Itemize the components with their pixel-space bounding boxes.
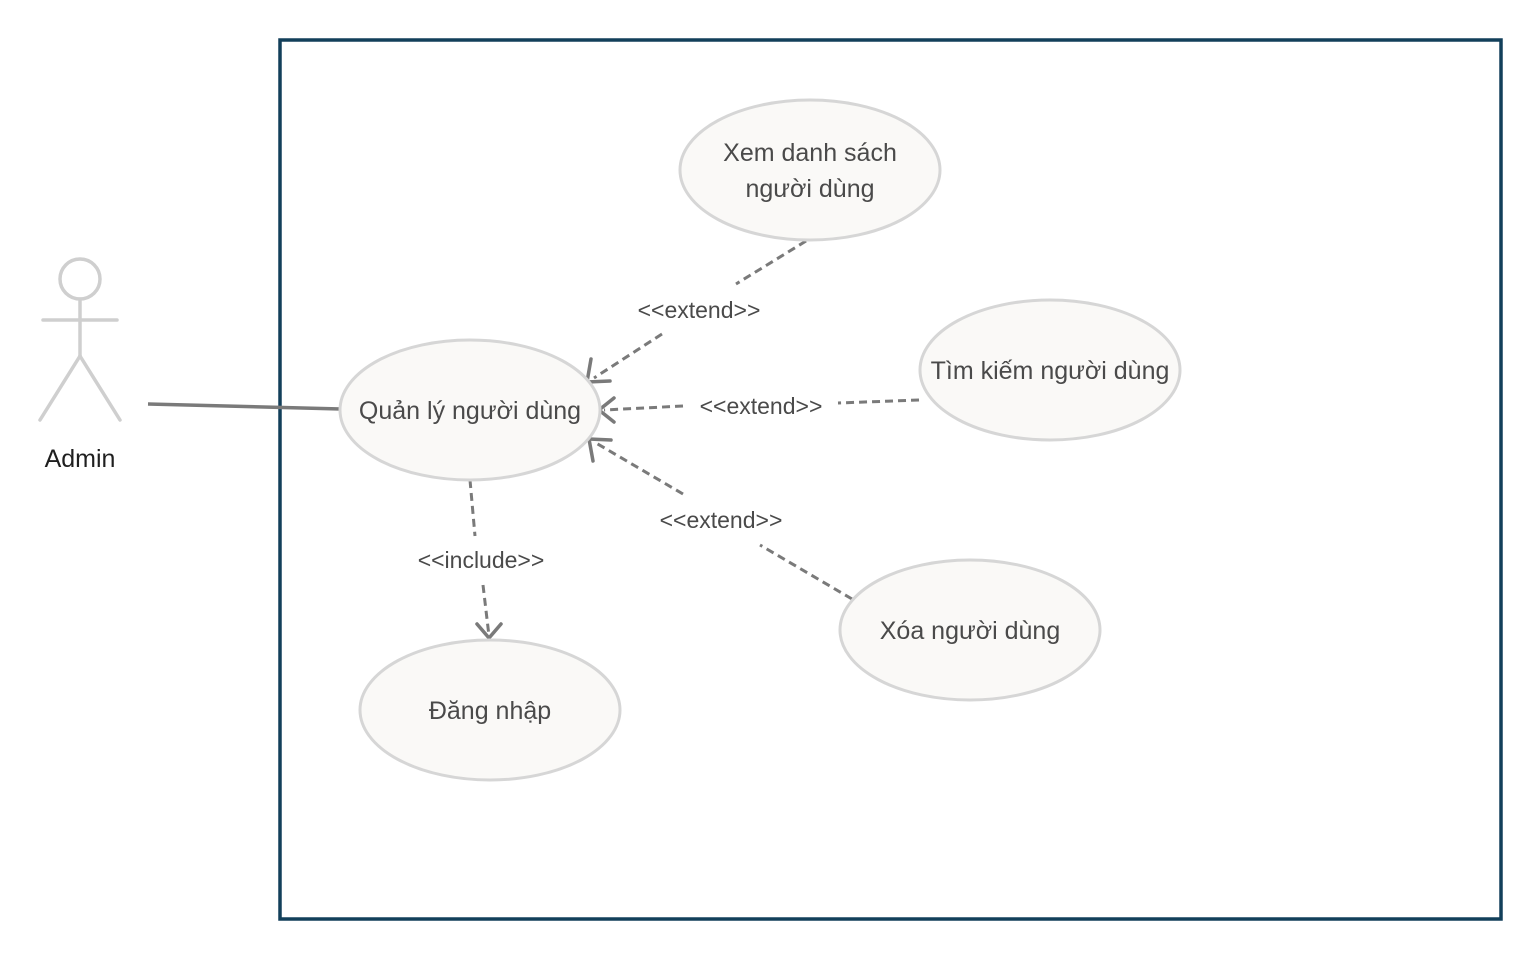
extend-delete-relation: <<extend>> [587, 437, 853, 601]
use-case-label: Quản lý người dùng [359, 397, 581, 425]
use-case-label: Xóa người dùng [880, 617, 1060, 645]
extend-view-relation: <<extend>> [585, 239, 807, 384]
extend-view-label: <<extend>> [638, 297, 761, 323]
extend-search-label: <<extend>> [700, 393, 823, 419]
association-line [147, 402, 342, 411]
use-case-label-line1: Xem danh sách [723, 139, 897, 167]
include-login-label: <<include>> [418, 547, 545, 573]
use-case-search-users[interactable]: Tìm kiếm người dùng [918, 298, 1182, 442]
actor-right-leg [78, 354, 122, 422]
use-case-ellipse [338, 338, 602, 482]
arrowhead [587, 437, 613, 463]
actor-left-leg [38, 354, 82, 422]
system-boundary [278, 38, 1503, 921]
actor-admin[interactable]: Admin [38, 257, 122, 473]
extend-delete-label: <<extend>> [660, 507, 783, 533]
use-case-ellipse [918, 298, 1182, 442]
arrowhead [475, 622, 503, 640]
use-case-view-users[interactable]: Xem danh sách người dùng [678, 98, 942, 242]
use-case-ellipse [678, 98, 942, 242]
use-case-manage-users[interactable]: Quản lý người dùng [338, 338, 602, 482]
use-case-ellipse [358, 638, 622, 782]
use-case-label-line2: người dùng [745, 175, 874, 203]
actor-label: Admin [45, 445, 116, 473]
include-login-relation: <<include>> [418, 479, 545, 640]
use-case-label: Đăng nhập [429, 697, 551, 725]
use-case-delete-user[interactable]: Xóa người dùng [838, 558, 1102, 702]
use-case-ellipse [838, 558, 1102, 702]
actor-head [58, 257, 102, 301]
use-case-login[interactable]: Đăng nhập [358, 638, 622, 782]
use-case-label: Tìm kiếm người dùng [931, 357, 1170, 385]
extend-search-relation: <<extend>> [597, 393, 920, 424]
